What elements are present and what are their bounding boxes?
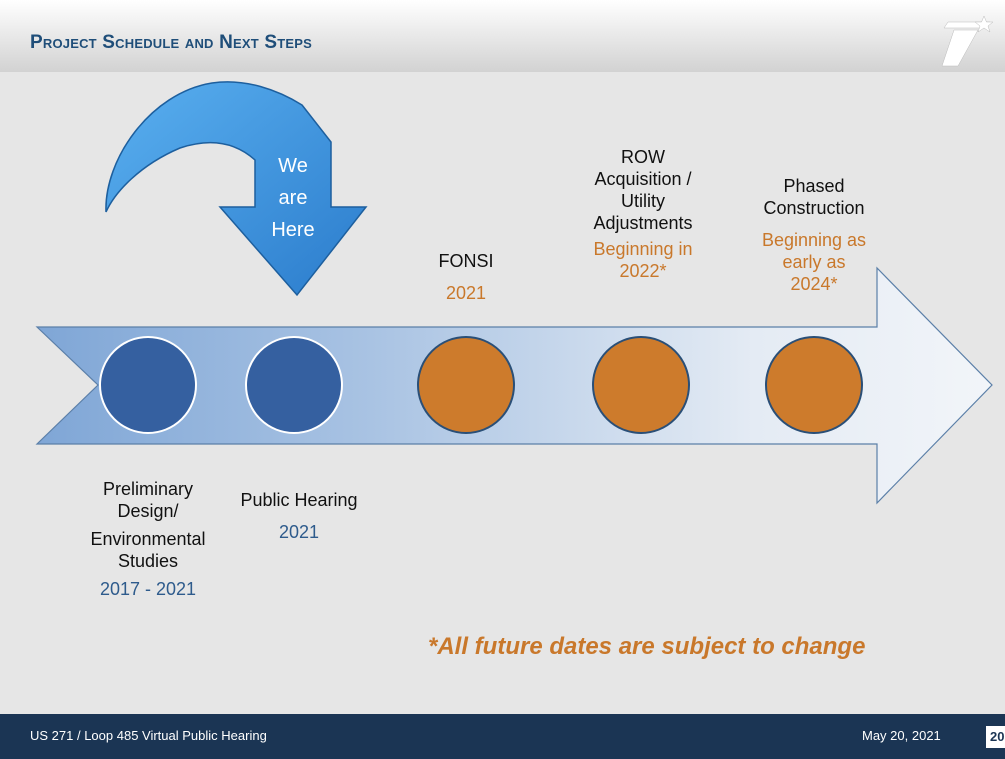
milestone-label-row-acquisition: ROW Acquisition / Utility Adjustments Be… [568,146,718,282]
milestone-label-fonsi: FONSI 2021 [406,250,526,304]
milestone-name: Construction [763,198,865,218]
milestone-date: Beginning in [593,239,693,259]
milestone-name: Acquisition / [594,169,692,189]
milestone-date: 2024* [790,274,838,294]
milestone-date: 2017 - 2021 [99,579,197,599]
milestone-marker [99,336,197,434]
disclaimer-note: *All future dates are subject to change [428,633,866,660]
milestone-name: Environmental [90,529,206,549]
callout-line: are [278,187,308,209]
we-are-here-arrow [105,81,368,297]
milestone-date: 2021 [445,283,487,303]
milestone-marker [245,336,343,434]
milestone-name: Public Hearing [240,490,358,510]
callout-line: Here [271,219,315,241]
milestone-date: Beginning as [761,230,867,250]
milestone-date: early as [782,252,846,272]
milestone-name: Preliminary [102,479,194,499]
milestone-name: Design/ [117,501,179,521]
milestone-name: ROW [621,147,665,167]
txdot-star-logo-icon [941,15,994,67]
header-bar [0,0,1005,72]
milestone-label-construction: Phased Construction Beginning as early a… [744,175,884,295]
footer-date: May 20, 2021 [862,728,941,743]
milestone-label-public-hearing: Public Hearing 2021 [214,489,384,543]
milestone-label-preliminary: Preliminary Design/ Environmental Studie… [58,478,238,600]
footer-bar: US 271 / Loop 485 Virtual Public Hearing… [0,714,1005,759]
milestone-marker [765,336,863,434]
milestone-name: FONSI [438,251,494,271]
page-number: 20 [986,726,1005,748]
timeline-diagram [35,81,993,505]
milestone-date: 2022* [619,261,667,281]
milestone-name: Phased [783,176,845,196]
milestone-name: Studies [117,551,179,571]
footer-event-title: US 271 / Loop 485 Virtual Public Hearing [30,728,267,743]
milestone-name: Utility [621,191,665,211]
milestone-marker [417,336,515,434]
milestone-marker [592,336,690,434]
milestone-date: 2021 [278,522,320,542]
we-are-here-label: We are Here [258,150,328,246]
milestone-name: Adjustments [593,213,693,233]
callout-line: We [278,155,308,177]
page-title: Project Schedule and Next Steps [30,32,313,53]
